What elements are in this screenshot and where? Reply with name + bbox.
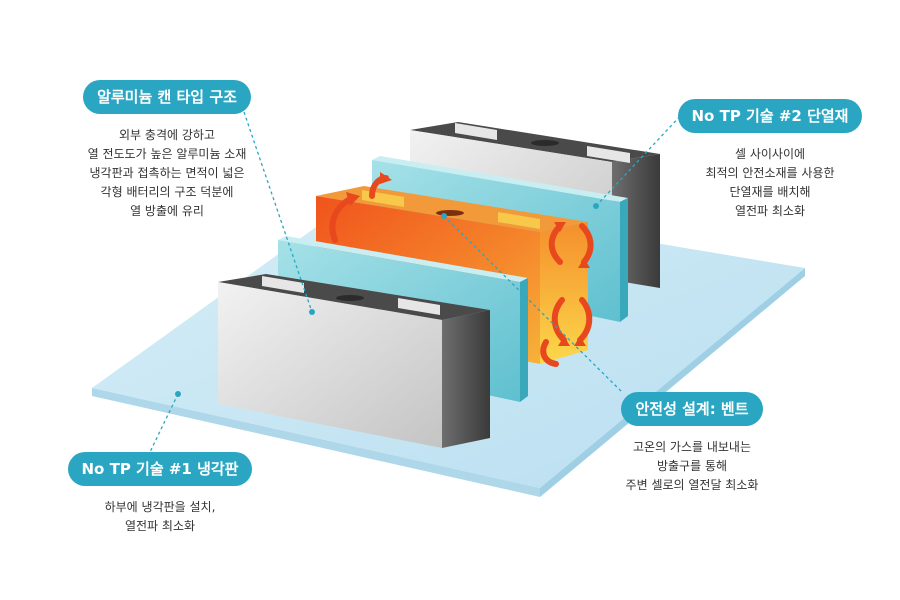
callout-line: 최적의 안전소재를 사용한	[705, 166, 835, 180]
callout-line: 하부에 냉각판을 설치,	[104, 500, 216, 514]
callout-line: 단열재를 배치해	[729, 185, 811, 199]
callout-title: 알루미늄 캔 타입 구조	[83, 80, 251, 114]
leader-dots	[175, 203, 599, 397]
callout-vent: 안전성 설계: 벤트 고온의 가스를 내보내는 방출구를 통해 주변 셀로의 열…	[582, 392, 802, 495]
heat-arrow-heads	[346, 172, 590, 346]
callout-line: 주변 셀로의 열전달 최소화	[625, 478, 759, 492]
callout-line: 고온의 가스를 내보내는	[632, 440, 752, 454]
heat-arrows	[329, 175, 594, 367]
callout-description: 외부 충격에 강하고 열 전도도가 높은 알루미늄 소재 냉각판과 접촉하는 면…	[52, 126, 282, 221]
callout-description: 하부에 냉각판을 설치, 열전파 최소화	[45, 498, 275, 536]
callout-line: 열 방출에 유리	[130, 204, 204, 218]
callout-insulation: No TP 기술 #2 단열재 셀 사이사이에 최적의 안전소재를 사용한 단열…	[650, 99, 890, 221]
leader-lines	[149, 111, 685, 453]
callout-description: 셀 사이사이에 최적의 안전소재를 사용한 단열재를 배치해 열전파 최소화	[650, 145, 890, 221]
callout-line: 방출구를 통해	[656, 459, 728, 473]
callout-line: 열전파 최소화	[734, 204, 806, 218]
callout-cooling-plate: No TP 기술 #1 냉각판 하부에 냉각판을 설치, 열전파 최소화	[45, 452, 275, 536]
callout-line: 열전파 최소화	[124, 519, 196, 533]
callout-title: No TP 기술 #2 단열재	[677, 99, 863, 133]
callout-title: 안전성 설계: 벤트	[621, 392, 763, 426]
callout-line: 냉각판과 접촉하는 면적이 넓은	[89, 166, 245, 180]
callout-title: No TP 기술 #1 냉각판	[67, 452, 253, 486]
callout-line: 외부 충격에 강하고	[119, 128, 215, 142]
battery-cell-front	[218, 274, 490, 448]
callout-line: 열 전도도가 높은 알루미늄 소재	[87, 147, 247, 161]
callout-description: 고온의 가스를 내보내는 방출구를 통해 주변 셀로의 열전달 최소화	[582, 438, 802, 495]
callout-aluminum-can: 알루미늄 캔 타입 구조 외부 충격에 강하고 열 전도도가 높은 알루미늄 소…	[52, 80, 282, 221]
callout-line: 각형 배터리의 구조 덕분에	[100, 185, 234, 199]
callout-line: 셀 사이사이에	[734, 147, 806, 161]
